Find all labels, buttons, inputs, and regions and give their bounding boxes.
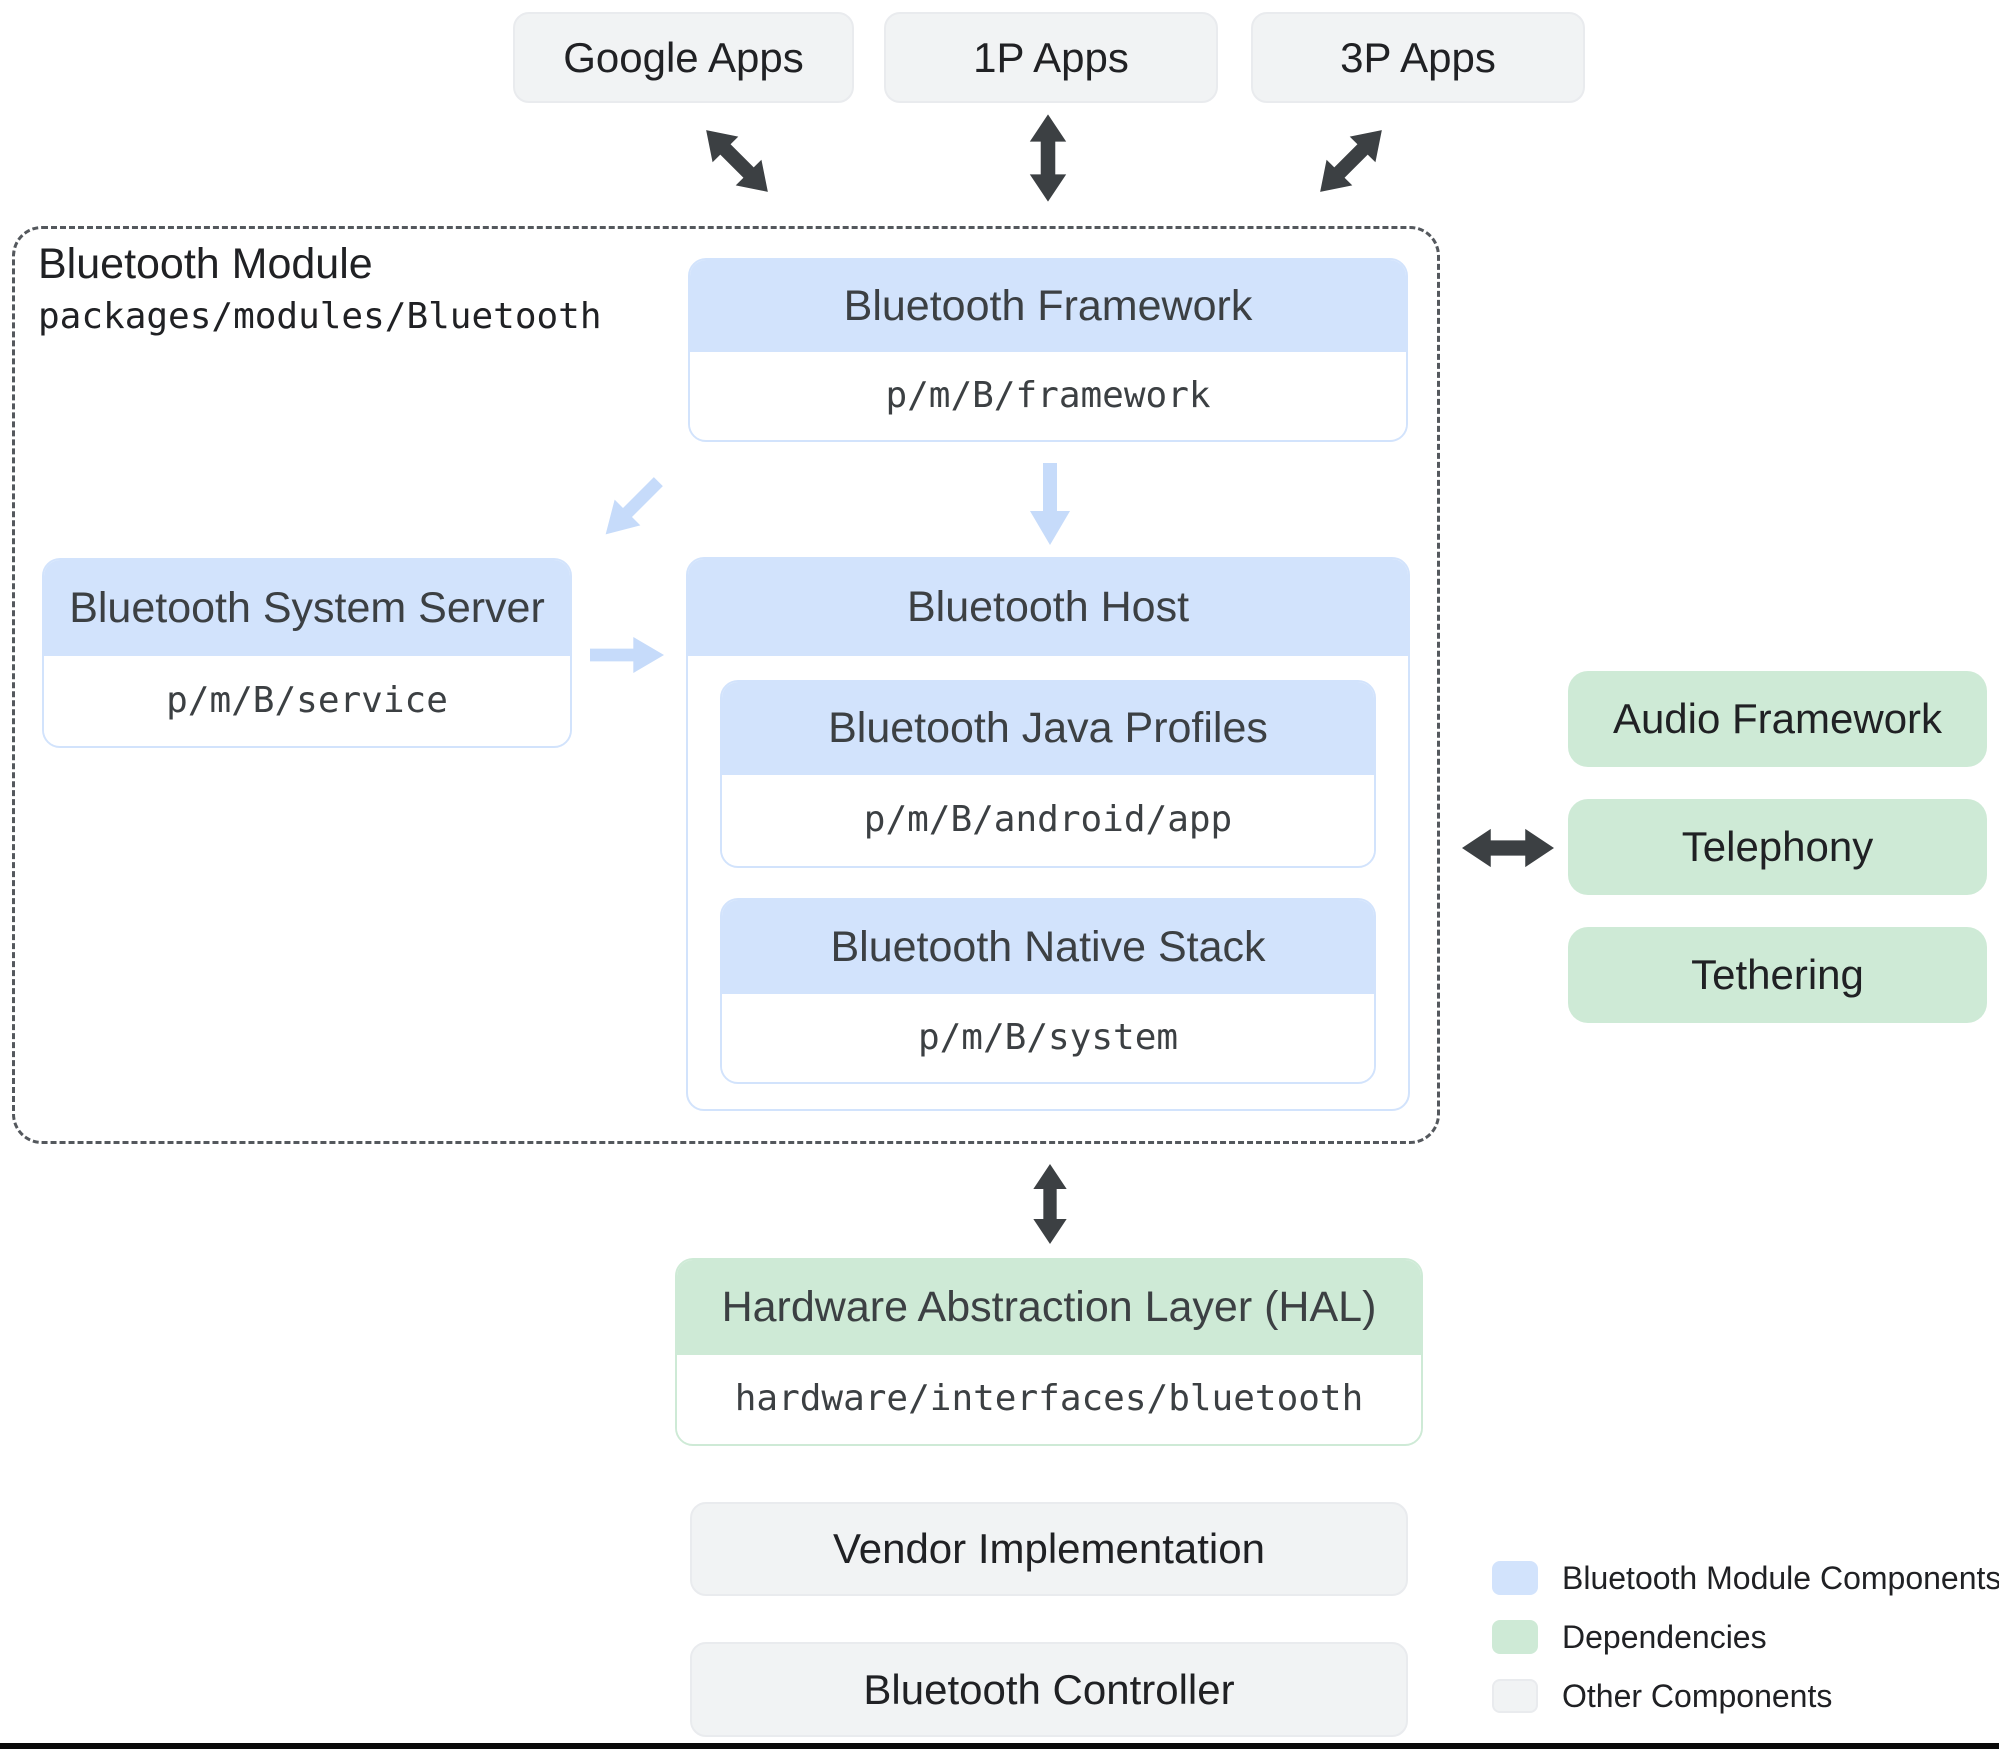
google-apps-box: Google Apps <box>513 12 854 103</box>
legend-label-other-components: Other Components <box>1562 1677 1833 1714</box>
bluetooth-framework-title: Bluetooth Framework <box>690 260 1406 352</box>
bluetooth-module-container <box>12 226 1440 1144</box>
bluetooth-controller-box: Bluetooth Controller <box>690 1642 1408 1737</box>
hal-title: Hardware Abstraction Layer (HAL) <box>677 1260 1421 1355</box>
bluetooth-native-stack-title: Bluetooth Native Stack <box>722 900 1374 994</box>
telephony-label: Telephony <box>1681 823 1874 870</box>
1p-apps-box: 1P Apps <box>884 12 1218 103</box>
vendor-implementation-label: Vendor Implementation <box>833 1525 1265 1572</box>
bluetooth-system-server-path: p/m/B/service <box>44 656 570 744</box>
bluetooth-native-stack-path: p/m/B/system <box>722 994 1374 1080</box>
legend-label-module-components: Bluetooth Module Components <box>1562 1559 1999 1596</box>
bluetooth-framework-box: Bluetooth Framework p/m/B/framework <box>688 258 1408 442</box>
tethering-box: Tethering <box>1568 927 1987 1023</box>
google-apps-label: Google Apps <box>563 33 804 81</box>
bluetooth-controller-label: Bluetooth Controller <box>863 1665 1235 1713</box>
1p-apps-bidirectional-arrow-icon <box>1028 112 1068 204</box>
legend-swatch-dependencies <box>1492 1620 1538 1654</box>
3p-apps-box: 3P Apps <box>1251 12 1585 103</box>
legend-swatch-other-components <box>1492 1679 1538 1713</box>
bluetooth-framework-path: p/m/B/framework <box>690 352 1406 438</box>
hal-path: hardware/interfaces/bluetooth <box>677 1355 1421 1442</box>
bluetooth-system-server-box: Bluetooth System Server p/m/B/service <box>42 558 572 748</box>
bottom-edge-bar <box>0 1743 1999 1749</box>
google-apps-bidirectional-arrow-icon <box>690 114 783 207</box>
legend-label-dependencies: Dependencies <box>1562 1618 1767 1655</box>
hal-box: Hardware Abstraction Layer (HAL) hardwar… <box>675 1258 1423 1446</box>
3p-apps-label: 3P Apps <box>1340 33 1496 81</box>
1p-apps-label: 1P Apps <box>973 33 1129 81</box>
telephony-box: Telephony <box>1568 799 1987 895</box>
audio-framework-label: Audio Framework <box>1612 695 1943 742</box>
tethering-label: Tethering <box>1691 951 1864 998</box>
module-dependencies-bidirectional-arrow-icon <box>1462 825 1554 871</box>
audio-framework-box: Audio Framework <box>1568 671 1987 767</box>
module-hal-bidirectional-arrow-icon <box>1030 1164 1070 1244</box>
bluetooth-java-profiles-title: Bluetooth Java Profiles <box>722 682 1374 775</box>
legend-swatch-module-components <box>1492 1561 1538 1595</box>
framework-to-host-arrow-icon <box>1028 463 1072 545</box>
bluetooth-java-profiles-path: p/m/B/android/app <box>722 775 1374 864</box>
3p-apps-bidirectional-arrow-icon <box>1304 114 1397 207</box>
bluetooth-module-path: packages/modules/Bluetooth <box>38 296 602 337</box>
bluetooth-java-profiles-box: Bluetooth Java Profiles p/m/B/android/ap… <box>720 680 1376 868</box>
bluetooth-host-title: Bluetooth Host <box>688 559 1408 656</box>
bluetooth-native-stack-box: Bluetooth Native Stack p/m/B/system <box>720 898 1376 1084</box>
bluetooth-module-title: Bluetooth Module <box>38 240 373 288</box>
framework-to-system-server-arrow-icon <box>591 467 673 549</box>
bluetooth-system-server-title: Bluetooth System Server <box>44 560 570 656</box>
vendor-implementation-box: Vendor Implementation <box>690 1502 1408 1596</box>
bluetooth-host-box: Bluetooth Host Bluetooth Java Profiles p… <box>686 557 1410 1111</box>
system-server-to-host-arrow-icon <box>590 634 664 676</box>
